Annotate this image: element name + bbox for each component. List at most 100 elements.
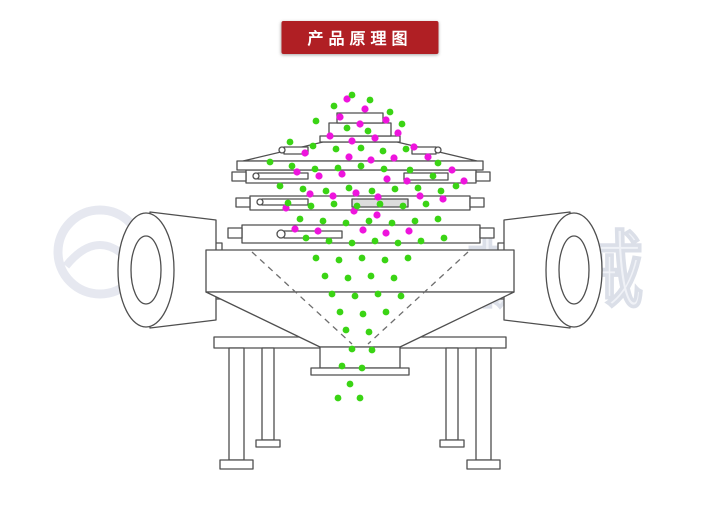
particle-dot: [357, 144, 365, 152]
cover-clamp-left-bolt: [278, 146, 286, 154]
particle-dot: [302, 234, 310, 242]
particle-dot: [350, 207, 358, 215]
particle-dot: [374, 193, 382, 201]
deck2-ear-right: [469, 197, 485, 208]
particle-dot: [394, 129, 402, 137]
particle-dot: [284, 199, 292, 207]
particle-dot: [345, 153, 353, 161]
particle-dot: [312, 117, 320, 125]
particle-dot: [348, 345, 356, 353]
particle-dot: [422, 200, 430, 208]
particle-dot: [348, 137, 356, 145]
particle-dot: [417, 237, 425, 245]
particle-dot: [367, 156, 375, 164]
particle-dot: [405, 227, 413, 235]
particle-dot: [330, 200, 338, 208]
particle-dot: [394, 239, 402, 247]
particle-dot: [367, 272, 375, 280]
particle-dot: [309, 142, 317, 150]
particle-dot: [322, 187, 330, 195]
motor-left-cap-inner: [130, 235, 162, 305]
particle-dot: [329, 192, 337, 200]
particle-dot: [439, 195, 447, 203]
foot-back-right: [439, 439, 465, 448]
particle-dot: [381, 256, 389, 264]
particle-dot: [366, 96, 374, 104]
deck1-clamp-bolt: [252, 172, 260, 180]
particle-dot: [334, 164, 342, 172]
particle-dot: [359, 226, 367, 234]
particle-dot: [371, 237, 379, 245]
machine-drawing: [117, 112, 603, 470]
particle-dot: [342, 326, 350, 334]
particle-dot: [345, 184, 353, 192]
particle-dot: [402, 145, 410, 153]
particle-dot: [416, 192, 424, 200]
particle-dot: [311, 165, 319, 173]
particle-dot: [411, 217, 419, 225]
particle-dot: [307, 202, 315, 210]
particle-dot: [390, 274, 398, 282]
deck3-ear-right: [479, 227, 495, 239]
particle-dot: [291, 225, 299, 233]
particle-dot: [328, 290, 336, 298]
leg-front-left: [228, 347, 245, 461]
particle-dot: [351, 292, 359, 300]
vibration-motor-left: [117, 211, 217, 329]
particle-dot: [356, 394, 364, 402]
inner-cone-dashed-left: [251, 251, 353, 345]
particle-dot: [312, 254, 320, 262]
particle-dot: [382, 116, 390, 124]
motor-right-cap-inner: [558, 235, 590, 305]
particle-dot: [380, 165, 388, 173]
particle-dot: [359, 310, 367, 318]
particle-dot: [348, 91, 356, 99]
deck1-ear-right: [475, 171, 491, 182]
deck3-clamp-bolt: [276, 229, 286, 239]
particle-dot: [361, 105, 369, 113]
particle-dot: [319, 217, 327, 225]
particle-dot: [368, 187, 376, 195]
deck1-ear-left: [231, 171, 247, 182]
particle-dot: [448, 166, 456, 174]
particle-dot: [342, 219, 350, 227]
particle-dot: [346, 380, 354, 388]
particle-dot: [382, 308, 390, 316]
particle-dot: [338, 170, 346, 178]
particle-dot: [296, 215, 304, 223]
particle-dot: [460, 177, 468, 185]
particle-dot: [336, 308, 344, 316]
particle-dot: [266, 158, 274, 166]
particle-dot: [386, 108, 394, 116]
motor-right-cap: [545, 212, 603, 328]
particle-dot: [358, 254, 366, 262]
particle-dot: [365, 328, 373, 336]
particle-dot: [299, 185, 307, 193]
particle-dot: [365, 217, 373, 225]
particle-dot: [348, 239, 356, 247]
deck1-clamp-right: [403, 172, 449, 181]
particle-dot: [356, 120, 364, 128]
particle-dot: [335, 256, 343, 264]
particle-dot: [276, 182, 284, 190]
particle-dot: [352, 189, 360, 197]
leg-front-right: [475, 347, 492, 461]
particle-dot: [338, 362, 346, 370]
particle-dot: [452, 182, 460, 190]
particle-dot: [358, 364, 366, 372]
particle-dot: [353, 202, 361, 210]
particle-dot: [434, 159, 442, 167]
particle-dot: [332, 145, 340, 153]
particle-dot: [301, 149, 309, 157]
foot-front-left: [219, 459, 254, 470]
principle-badge: 产品原理图: [281, 21, 439, 54]
particle-dot: [390, 154, 398, 162]
particle-dot: [397, 292, 405, 300]
particle-dot: [414, 184, 422, 192]
inner-cone-dashed-right: [367, 251, 469, 345]
particle-dot: [364, 127, 372, 135]
particle-dot: [374, 290, 382, 298]
particle-dot: [288, 162, 296, 170]
deck3-ear-left: [227, 227, 243, 239]
